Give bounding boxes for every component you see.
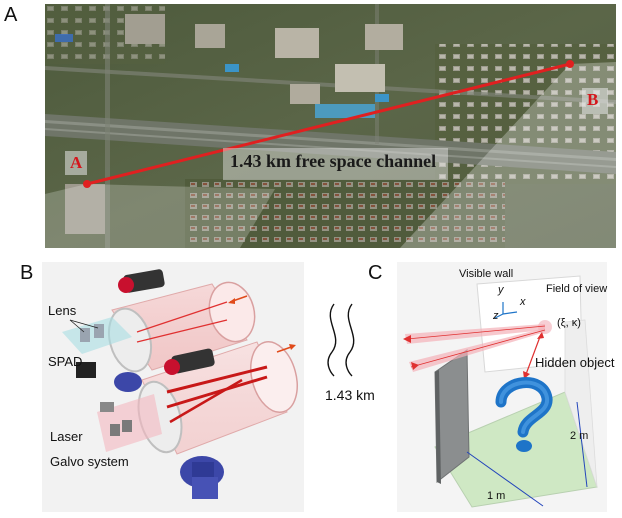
axis-x-label: x (520, 296, 526, 308)
width-dimension-line (466, 451, 544, 507)
optical-setup-illustration (62, 269, 298, 499)
axis-z-line (494, 313, 504, 319)
panel-b-letter: B (20, 262, 34, 284)
channel-label: 1.43 km free space channel (230, 151, 437, 171)
hidden-object-question-mark (495, 377, 553, 452)
visible-wall-label: Visible wall (459, 268, 514, 280)
point-a-label: A (70, 153, 83, 172)
distance-break-symbol (327, 303, 355, 377)
coordinate-label: (ξ, κ) (557, 317, 581, 329)
field-of-view-label: Field of view (546, 283, 608, 295)
height-label: 2 m (570, 430, 589, 442)
spad-box (76, 362, 96, 378)
panel-a-letter: A (4, 4, 18, 26)
spad-label: SPAD (48, 354, 83, 369)
distance-label: 1.43 km (325, 387, 375, 403)
lens-label: Lens (48, 303, 77, 318)
point-a-marker (83, 180, 91, 188)
nlos-scene-illustration (403, 275, 598, 508)
axis-x-line (502, 311, 518, 315)
lower-telescope (137, 341, 298, 455)
axis-y-label: y (498, 284, 504, 296)
laser-label: Laser (50, 429, 83, 444)
galvo-mirror (110, 424, 120, 436)
laser-link-line (86, 62, 571, 186)
laser-module (100, 402, 114, 412)
width-label: 1 m (487, 490, 506, 502)
axis-z-label: z (493, 310, 499, 322)
satellite-map (45, 4, 616, 248)
telescope-mount (114, 372, 224, 499)
galvo-label: Galvo system (50, 454, 129, 469)
panel-c-letter: C (368, 262, 383, 284)
hidden-object-label: Hidden object (535, 355, 615, 370)
point-b-marker (566, 60, 574, 68)
point-b-label: B (587, 90, 599, 109)
height-dimension-line (576, 401, 588, 488)
